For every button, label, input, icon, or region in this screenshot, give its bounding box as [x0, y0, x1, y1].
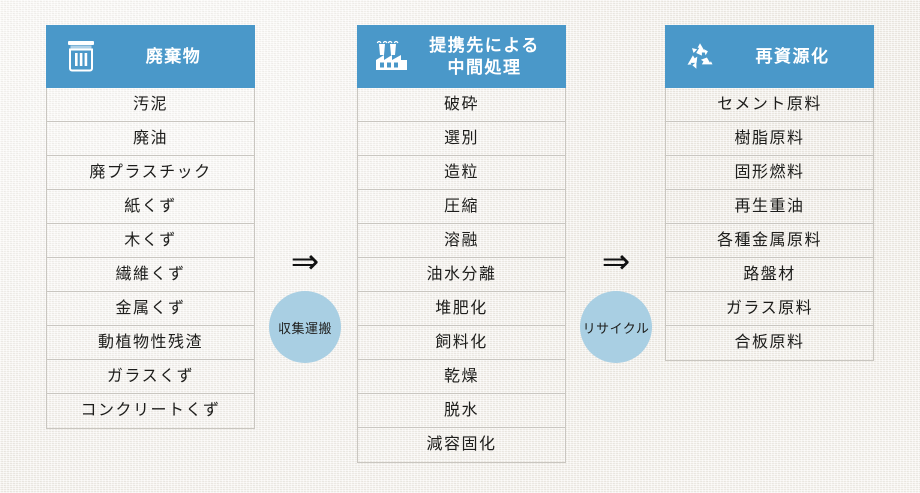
- list-item[interactable]: 繊維くず: [47, 258, 254, 292]
- factory-icon: [371, 35, 413, 79]
- list-item[interactable]: 再生重油: [666, 190, 873, 224]
- list-item[interactable]: 造粒: [358, 156, 565, 190]
- list-item[interactable]: ガラス原料: [666, 292, 873, 326]
- list-item[interactable]: 破砕: [358, 88, 565, 122]
- column-waste: 廃棄物 汚泥 廃油 廃プラスチック 紙くず 木くず 繊維くず 金属くず 動植物性…: [46, 25, 255, 429]
- column-waste-list: 汚泥 廃油 廃プラスチック 紙くず 木くず 繊維くず 金属くず 動植物性残渣 ガ…: [46, 88, 255, 429]
- recycle-icon: [679, 35, 721, 79]
- trash-can-icon: [60, 35, 102, 79]
- column-intermediate-processing-title: 提携先による 中間処理: [429, 36, 540, 77]
- connector-label-bubble: リサイクル: [580, 291, 652, 363]
- list-item[interactable]: 樹脂原料: [666, 122, 873, 156]
- list-item[interactable]: 木くず: [47, 224, 254, 258]
- list-item[interactable]: 各種金属原料: [666, 224, 873, 258]
- list-item[interactable]: 固形燃料: [666, 156, 873, 190]
- column-recycling-header: 再資源化: [665, 25, 874, 88]
- list-item[interactable]: 紙くず: [47, 190, 254, 224]
- list-item[interactable]: セメント原料: [666, 88, 873, 122]
- arrow-right-icon: ⇒: [601, 242, 631, 282]
- column-waste-title: 廃棄物: [145, 46, 202, 66]
- connector-recycle-step: ⇒ リサイクル: [570, 245, 662, 363]
- arrow-right-icon: ⇒: [290, 242, 320, 282]
- column-intermediate-processing: 提携先による 中間処理 破砕 選別 造粒 圧縮 溶融 油水分離 堆肥化 飼料化 …: [357, 25, 566, 463]
- list-item[interactable]: 溶融: [358, 224, 565, 258]
- list-item[interactable]: 選別: [358, 122, 565, 156]
- list-item[interactable]: 油水分離: [358, 258, 565, 292]
- list-item[interactable]: 飼料化: [358, 326, 565, 360]
- list-item[interactable]: 廃プラスチック: [47, 156, 254, 190]
- column-recycling-list: セメント原料 樹脂原料 固形燃料 再生重油 各種金属原料 路盤材 ガラス原料 合…: [665, 88, 874, 361]
- list-item[interactable]: 減容固化: [426, 436, 497, 453]
- column-waste-header: 廃棄物: [46, 25, 255, 88]
- list-item[interactable]: 脱水: [358, 394, 565, 428]
- list-item[interactable]: ガラスくず: [47, 360, 254, 394]
- list-item[interactable]: 動植物性残渣: [47, 326, 254, 360]
- list-item[interactable]: コンクリートくず: [80, 402, 221, 419]
- list-item[interactable]: 廃油: [47, 122, 254, 156]
- list-item[interactable]: 路盤材: [666, 258, 873, 292]
- connector-collection-transport: ⇒ 収集運搬: [259, 245, 351, 363]
- list-item[interactable]: 汚泥: [47, 88, 254, 122]
- connector-label-bubble: 収集運搬: [269, 291, 341, 363]
- list-item[interactable]: 圧縮: [358, 190, 565, 224]
- column-recycling: 再資源化 セメント原料 樹脂原料 固形燃料 再生重油 各種金属原料 路盤材 ガラ…: [665, 25, 874, 361]
- column-intermediate-processing-list: 破砕 選別 造粒 圧縮 溶融 油水分離 堆肥化 飼料化 乾燥 脱水 減容固化: [357, 88, 566, 463]
- column-recycling-title: 再資源化: [755, 46, 830, 66]
- list-item[interactable]: 堆肥化: [358, 292, 565, 326]
- list-item[interactable]: 金属くず: [47, 292, 254, 326]
- list-item[interactable]: 乾燥: [358, 360, 565, 394]
- list-item[interactable]: 合板原料: [734, 334, 805, 351]
- column-intermediate-processing-header: 提携先による 中間処理: [357, 25, 566, 88]
